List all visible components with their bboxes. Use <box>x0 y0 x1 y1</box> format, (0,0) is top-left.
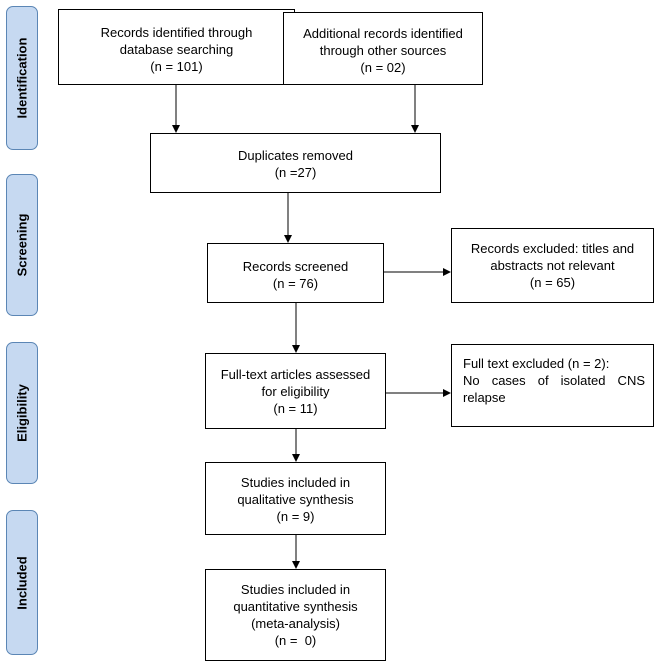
box-line: Additional records identified <box>303 26 463 41</box>
box-line: for eligibility <box>261 384 330 399</box>
box-line: (n = 76) <box>272 276 319 291</box>
box-records-screened: Records screened (n = 76) <box>207 243 384 303</box>
box-line: through other sources <box>319 43 447 58</box>
box-duplicates-removed: Duplicates removed (n =27) <box>150 133 441 193</box>
box-other-records: Additional records identified through ot… <box>283 12 483 85</box>
box-line: (n =27) <box>274 165 317 180</box>
box-line: Studies included in <box>240 475 351 490</box>
box-qualitative-synthesis: Studies included in qualitative synthesi… <box>205 462 386 535</box>
box-line: abstracts not relevant <box>490 258 615 273</box>
box-line: Studies included in <box>240 582 351 597</box>
box-line: (n = 65) <box>529 275 576 290</box>
stage-included: Included <box>6 510 38 655</box>
stage-screening: Screening <box>6 174 38 316</box>
box-line: (n = 9) <box>276 509 315 524</box>
box-line: No cases of isolated CNS <box>463 373 645 388</box>
box-line: (n = 101) <box>150 59 203 74</box>
box-line: (n = 02) <box>360 60 406 75</box>
box-line: qualitative synthesis <box>237 492 354 507</box>
box-line: Records identified through <box>100 25 253 40</box>
box-line: database searching <box>119 42 234 57</box>
box-line: Duplicates removed <box>238 148 353 163</box>
box-line: Full text excluded (n = 2): <box>463 356 610 371</box>
box-records-excluded: Records excluded: titles and abstracts n… <box>451 228 654 303</box>
box-line: Full-text articles assessed <box>220 367 371 382</box>
box-line: quantitative synthesis <box>233 599 358 614</box>
box-database-records: Records identified through database sear… <box>58 9 295 85</box>
stage-eligibility: Eligibility <box>6 342 38 484</box>
box-quantitative-synthesis: Studies included in quantitative synthes… <box>205 569 386 661</box>
box-line: (meta-analysis) <box>251 616 340 631</box>
box-line: (n = 11) <box>273 401 318 416</box>
stage-identification: Identification <box>6 6 38 150</box>
box-line: Records excluded: titles and <box>470 241 635 256</box>
box-line: Records screened <box>242 259 349 274</box>
box-fulltext-assessed: Full-text articles assessed for eligibil… <box>205 353 386 429</box>
box-line: relapse <box>463 390 506 405</box>
box-line: (n = 0) <box>274 633 317 648</box>
box-fulltext-excluded: Full text excluded (n = 2): No cases of … <box>451 344 654 427</box>
